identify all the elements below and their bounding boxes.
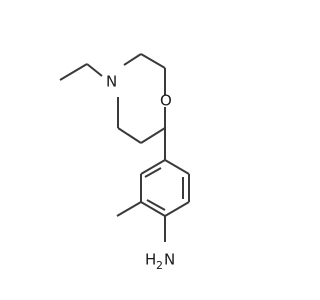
atom-oxygen-ring: O — [160, 92, 172, 110]
atom-amine-h: H — [145, 251, 156, 269]
atom-amine-n: N — [164, 251, 175, 269]
bond-methyl — [116, 201, 142, 217]
atom-nitrogen-ring: N — [106, 73, 117, 91]
bond-ethyl-ch2-n — [86, 63, 103, 77]
bond-ar-c4-c5 — [164, 201, 190, 217]
bond-c3-c2 — [140, 53, 166, 69]
bond-ar-c3-c4 — [140, 201, 166, 217]
bond-c6-c5 — [140, 127, 166, 144]
atom-amine-h-sub: 2 — [156, 259, 163, 272]
bond-ar-c1-c2 — [140, 159, 166, 175]
bond-ar-c6-c1 — [164, 159, 190, 175]
bond-ethyl-ch3-ch2 — [59, 63, 88, 81]
molecule-structure: N O H 2 N — [59, 53, 190, 272]
bond-n-c3 — [123, 53, 142, 66]
bond-ar-c1-c2-inner — [144, 167, 162, 178]
bond-c5-n — [117, 127, 142, 144]
bond-ar-c3-c4-inner — [146, 199, 166, 211]
